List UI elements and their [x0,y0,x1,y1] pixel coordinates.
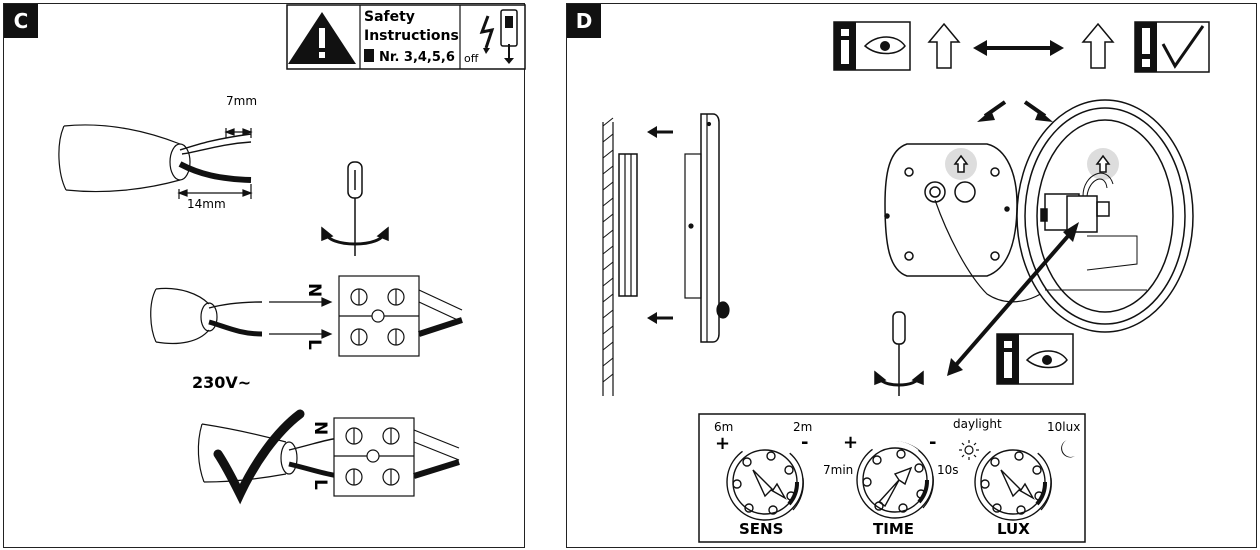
off-label: off [464,52,479,65]
sens-label: SENS [739,520,783,538]
terminal-l-label-lower: L [310,479,330,490]
safety-line2: Instructions [364,28,459,44]
terminal-n-label-lower: N [310,421,330,435]
time-minus: - [929,432,936,453]
panel-d: D [566,3,1257,548]
info-eye-icon [833,21,911,71]
cable-strip-illustration [58,124,253,199]
check-icon [213,409,305,505]
terminal-block-lower [197,417,460,497]
time-dial[interactable] [856,440,934,519]
up-arrow-icon [927,22,1115,69]
terminal-block-upper [150,275,463,357]
warning-check-icon [1134,21,1210,73]
sens-minus: - [801,432,808,453]
lux-label: LUX [997,520,1030,538]
terminal-n-label: N [304,283,324,297]
sens-dial[interactable] [726,442,804,521]
diagonal-arrows [977,100,1053,122]
lux-dial[interactable] [974,442,1052,521]
remove-arrows [647,126,673,324]
sun-icon [959,440,979,460]
sens-left-label: 6m [714,420,733,434]
safety-line1: Safety [364,9,415,25]
lamp-body [1016,99,1194,333]
panel-c-drawing: Safety Instructions Nr. 3,4,5,6 off [58,4,526,505]
back-plate [884,143,1088,303]
panel-d-drawing: SENS 6m 2m + - TIME 7min 10s + - [602,21,1210,543]
booklet-icon [364,49,374,62]
lux-right-label: 10lux [1047,420,1080,434]
safety-line3: Nr. 3,4,5,6 [379,50,455,65]
screwdriver-icon [321,161,389,256]
panel-badge-d: D [567,4,601,38]
screwdriver-icon [874,311,924,396]
lux-left-label: daylight [953,417,1002,431]
info-eye-icon [996,333,1074,385]
panel-badge-c: C [4,4,38,38]
time-right-label: 10s [937,463,959,477]
dimension-total-label: 14mm [187,197,226,211]
panel-c: C Safety Instructions Nr. 3,4,5,6 [3,3,526,548]
double-arrow-icon [973,40,1064,56]
warning-icon [288,12,356,64]
long-arrow [947,222,1079,376]
safety-instructions-box: Safety Instructions Nr. 3,4,5,6 off [286,4,526,70]
time-label: TIME [873,520,914,538]
power-off-icon [479,9,518,64]
dimension-strip-label: 7mm [226,94,257,108]
sens-right-label: 2m [793,420,812,434]
lamp-side-view [602,113,730,396]
time-plus: + [843,432,858,453]
time-left-label: 7min [823,463,853,477]
sens-plus: + [715,433,730,454]
terminal-l-label: L [304,339,324,350]
voltage-label: 230V~ [192,373,251,392]
